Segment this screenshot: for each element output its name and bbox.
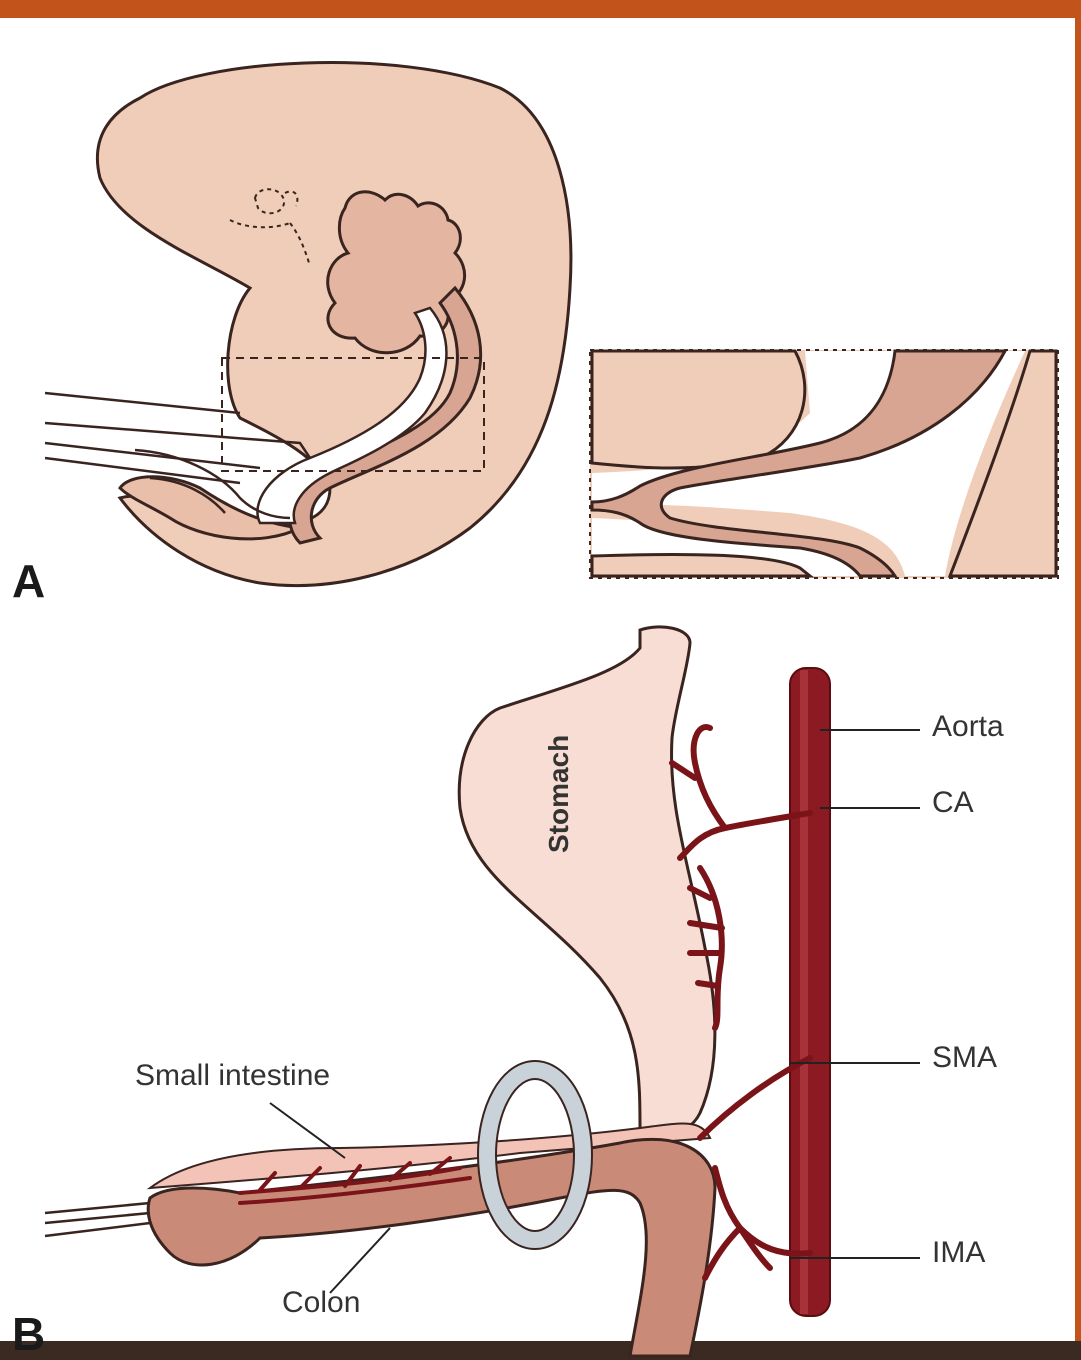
embryo-heart <box>326 190 467 355</box>
yolk-sac-curves <box>134 448 291 520</box>
label-ca: CA <box>932 786 974 819</box>
label-small-intestine: Small intestine <box>135 1059 331 1092</box>
dorsal-stalk <box>44 1201 151 1238</box>
label-colon: Colon <box>282 1286 361 1319</box>
vascular-branches <box>669 724 813 1281</box>
inset-marker-box <box>221 357 485 472</box>
inset-right-wall <box>947 349 1058 578</box>
leader-lines <box>269 729 920 1294</box>
embryo-gut <box>288 285 483 545</box>
anatomy-illustration <box>44 61 1059 1358</box>
inset-bottom-lobe <box>590 552 815 578</box>
label-ima: IMA <box>932 1236 986 1269</box>
label-aorta: Aorta <box>932 710 1004 743</box>
inset-enlargement <box>589 349 1059 579</box>
panel-label-b: B <box>12 1308 46 1360</box>
inset-gut <box>590 349 1008 578</box>
embryo-coelom <box>256 306 448 525</box>
umbilical-stalk <box>44 391 312 485</box>
label-sma: SMA <box>932 1041 998 1074</box>
stomach <box>457 625 717 1136</box>
label-stomach: Stomach <box>543 734 574 853</box>
embryo-drawing <box>44 61 573 587</box>
band-ring <box>477 1060 593 1250</box>
panel-label-a: A <box>12 555 46 607</box>
aorta-vessel <box>789 667 831 1317</box>
inset-upper-lobe <box>590 349 807 470</box>
mesenteric-arcades <box>238 1156 472 1205</box>
